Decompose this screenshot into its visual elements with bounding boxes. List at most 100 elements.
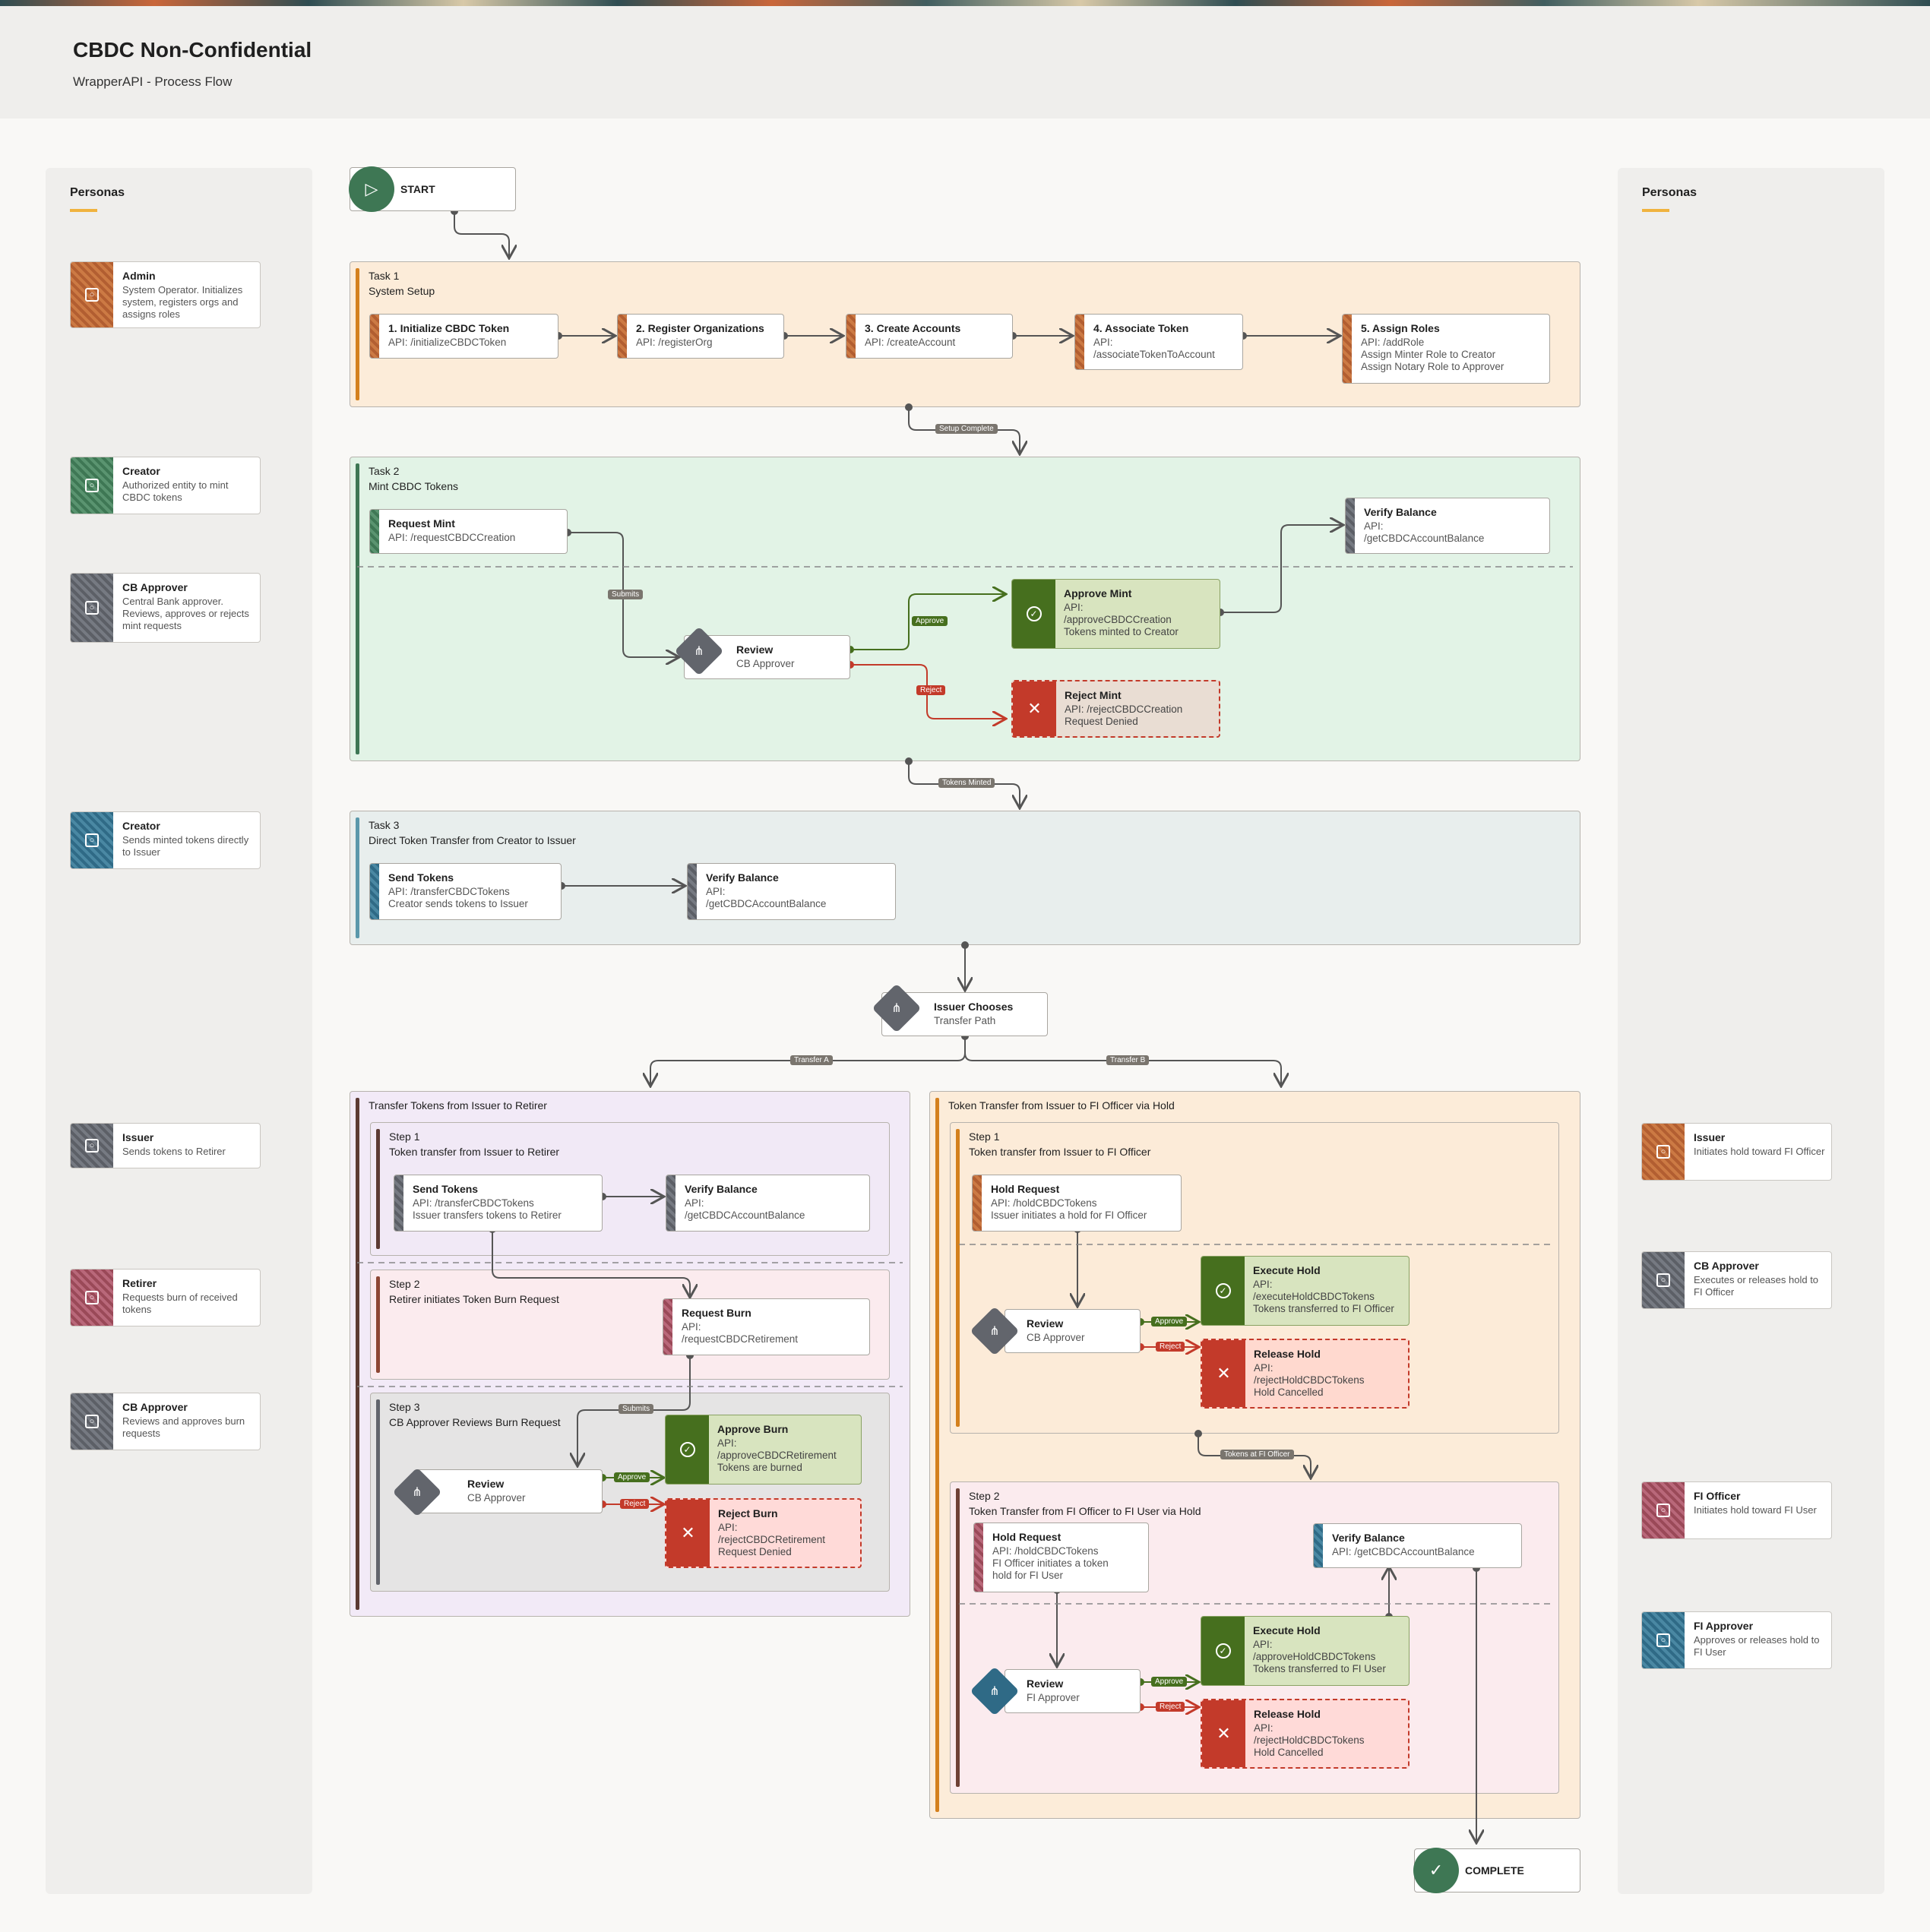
node-desc: API: /initializeCBDCToken bbox=[388, 337, 507, 348]
hold-request-node[interactable]: Hold Request API: /holdCBDCTokens Issuer… bbox=[972, 1175, 1182, 1232]
persona-card[interactable]: ○ CB Approver Executes or releases hold … bbox=[1641, 1251, 1832, 1309]
user-icon: ○ bbox=[1656, 1633, 1670, 1647]
node-title: 4. Associate Token bbox=[1093, 322, 1189, 334]
persona-card[interactable]: ○ FI Officer Initiates hold toward FI Us… bbox=[1641, 1481, 1832, 1539]
verify-balance-node[interactable]: Verify Balance API: /getCBDCAccountBalan… bbox=[1313, 1523, 1522, 1568]
review-gateway[interactable]: Review FI Approver bbox=[1005, 1669, 1141, 1713]
persona-card[interactable]: ○ FI Approver Approves or releases hold … bbox=[1641, 1611, 1832, 1669]
node-desc: API: /rejectCBDCRetirement Request Denie… bbox=[718, 1522, 826, 1557]
branch-icon: ⋔ bbox=[412, 1486, 422, 1499]
personas-panel-left: Personas bbox=[46, 168, 312, 1894]
persona-card[interactable]: ○ Creator Sends minted tokens directly t… bbox=[70, 811, 261, 869]
approve-burn-node[interactable]: ✓ Approve Burn API: /approveCBDCRetireme… bbox=[665, 1415, 862, 1485]
send-tokens-node[interactable]: Send Tokens API: /transferCBDCTokens Cre… bbox=[369, 863, 562, 920]
user-icon: ○ bbox=[85, 1291, 99, 1304]
assign-roles-node[interactable]: 5. Assign Roles API: /addRole Assign Min… bbox=[1342, 314, 1550, 384]
persona-card[interactable]: ○ Issuer Sends tokens to Retirer bbox=[70, 1123, 261, 1168]
node-desc: FI Approver bbox=[1027, 1692, 1080, 1703]
node-title: Execute Hold bbox=[1253, 1624, 1321, 1636]
request-burn-node[interactable]: Request Burn API: /requestCBDCRetirement bbox=[663, 1298, 870, 1355]
node-title: Verify Balance bbox=[1364, 506, 1437, 518]
register-orgs-node[interactable]: 2. Register Organizations API: /register… bbox=[617, 314, 784, 359]
step-number: Step 1 bbox=[969, 1130, 1000, 1143]
reject-side: ✕ bbox=[1013, 681, 1056, 736]
tag-approve: Approve bbox=[912, 616, 948, 626]
request-mint-node[interactable]: Request Mint API: /requestCBDCCreation bbox=[369, 509, 568, 554]
persona-card[interactable]: ○ Creator Authorized entity to mint CBDC… bbox=[70, 457, 261, 514]
node-desc: API: /getCBDCAccountBalance bbox=[1364, 520, 1485, 544]
group-title: Transfer Tokens from Issuer to Retirer bbox=[369, 1099, 547, 1111]
reject-mint-node[interactable]: ✕ Reject Mint API: /rejectCBDCCreation R… bbox=[1011, 680, 1220, 738]
release-hold-node[interactable]: ✕ Release Hold API: /rejectHoldCBDCToken… bbox=[1201, 1339, 1410, 1409]
persona-card[interactable]: ○ CB Approver Reviews and approves burn … bbox=[70, 1393, 261, 1450]
persona-card[interactable]: ○ Admin System Operator. Initializes sys… bbox=[70, 261, 261, 328]
send-tokens-node[interactable]: Send Tokens API: /transferCBDCTokens Iss… bbox=[394, 1175, 603, 1232]
personas-panel-right: Personas bbox=[1618, 168, 1884, 1894]
tag-transfer-a: Transfer A bbox=[790, 1055, 833, 1065]
execute-hold-node[interactable]: ✓ Execute Hold API: /executeHoldCBDCToke… bbox=[1201, 1256, 1410, 1326]
verify-balance-node[interactable]: Verify Balance API: /getCBDCAccountBalan… bbox=[1345, 498, 1550, 554]
step-accent-bar bbox=[376, 1129, 380, 1249]
persona-card[interactable]: ○ Issuer Initiates hold toward FI Office… bbox=[1641, 1123, 1832, 1181]
node-title: Release Hold bbox=[1254, 1708, 1321, 1720]
avatar: ○ bbox=[71, 812, 113, 868]
check-circle-icon: ✓ bbox=[679, 1442, 695, 1457]
node-desc: API: /rejectHoldCBDCTokens Hold Cancelle… bbox=[1254, 1722, 1365, 1758]
page-title: CBDC Non-Confidential bbox=[73, 38, 312, 62]
node-title: Release Hold bbox=[1254, 1348, 1321, 1360]
node-accent bbox=[370, 315, 379, 358]
node-desc: API: /executeHoldCBDCTokens Tokens trans… bbox=[1253, 1279, 1394, 1314]
review-gateway[interactable]: Review CB Approver bbox=[1005, 1309, 1141, 1353]
step-accent-bar bbox=[956, 1488, 960, 1787]
approve-mint-node[interactable]: ✓ Approve Mint API: /approveCBDCCreation… bbox=[1011, 579, 1220, 649]
node-title: Reject Burn bbox=[718, 1507, 778, 1519]
personas-heading: Personas bbox=[70, 186, 125, 199]
node-desc: API: /approveCBDCRetirement Tokens are b… bbox=[717, 1437, 837, 1473]
initialize-token-node[interactable]: 1. Initialize CBDC Token API: /initializ… bbox=[369, 314, 558, 359]
avatar: ○ bbox=[71, 457, 113, 514]
persona-title: Creator bbox=[122, 820, 160, 832]
heading-underline bbox=[1642, 209, 1669, 212]
node-accent bbox=[973, 1175, 982, 1231]
user-icon: ○ bbox=[1656, 1273, 1670, 1287]
verify-balance-node[interactable]: Verify Balance API: /getCBDCAccountBalan… bbox=[687, 863, 896, 920]
tag-approve: Approve bbox=[614, 1472, 650, 1482]
reject-burn-node[interactable]: ✕ Reject Burn API: /rejectCBDCRetirement… bbox=[665, 1498, 862, 1568]
node-desc: API: /associateTokenToAccount bbox=[1093, 337, 1215, 360]
persona-card[interactable]: ○ CB Approver Central Bank approver. Rev… bbox=[70, 573, 261, 643]
user-icon: ○ bbox=[1656, 1504, 1670, 1517]
node-desc: API: /requestCBDCRetirement bbox=[682, 1321, 799, 1345]
node-accent bbox=[663, 1299, 672, 1355]
node-title: Review bbox=[1027, 1317, 1064, 1330]
close-icon: ✕ bbox=[1027, 699, 1042, 718]
associate-token-node[interactable]: 4. Associate Token API: /associateTokenT… bbox=[1074, 314, 1243, 370]
create-accounts-node[interactable]: 3. Create Accounts API: /createAccount bbox=[846, 314, 1013, 359]
release-hold-node[interactable]: ✕ Release Hold API: /rejectHoldCBDCToken… bbox=[1201, 1699, 1410, 1769]
review-gateway[interactable]: Review CB Approver bbox=[415, 1469, 603, 1513]
node-title: Hold Request bbox=[991, 1183, 1060, 1195]
avatar: ○ bbox=[71, 574, 113, 642]
verify-balance-node[interactable]: Verify Balance API: /getCBDCAccountBalan… bbox=[666, 1175, 870, 1232]
execute-hold-node[interactable]: ✓ Execute Hold API: /approveHoldCBDCToke… bbox=[1201, 1616, 1410, 1686]
persona-desc: Sends tokens to Retirer bbox=[122, 1146, 226, 1157]
connector bbox=[492, 1229, 690, 1296]
persona-card[interactable]: ○ Retirer Requests burn of received toke… bbox=[70, 1269, 261, 1326]
node-desc: API: /requestCBDCCreation bbox=[388, 532, 516, 543]
approve-connector bbox=[850, 594, 1005, 650]
check-circle-icon: ✓ bbox=[1026, 606, 1042, 621]
connector bbox=[1220, 525, 1342, 613]
step-title: Retirer initiates Token Burn Request bbox=[389, 1293, 559, 1305]
step-title: CB Approver Reviews Burn Request bbox=[389, 1416, 561, 1428]
node-title: Approve Mint bbox=[1064, 587, 1132, 599]
tag-transfer-b: Transfer B bbox=[1106, 1055, 1150, 1065]
hold-request-node[interactable]: Hold Request API: /holdCBDCTokens FI Off… bbox=[973, 1523, 1149, 1592]
group-accent-bar bbox=[356, 463, 359, 754]
play-icon: ▷ bbox=[349, 166, 394, 212]
persona-desc: Initiates hold toward FI User bbox=[1694, 1504, 1817, 1516]
approve-side: ✓ bbox=[666, 1415, 709, 1484]
node-accent bbox=[370, 864, 379, 919]
task-number: Task 2 bbox=[369, 465, 400, 477]
